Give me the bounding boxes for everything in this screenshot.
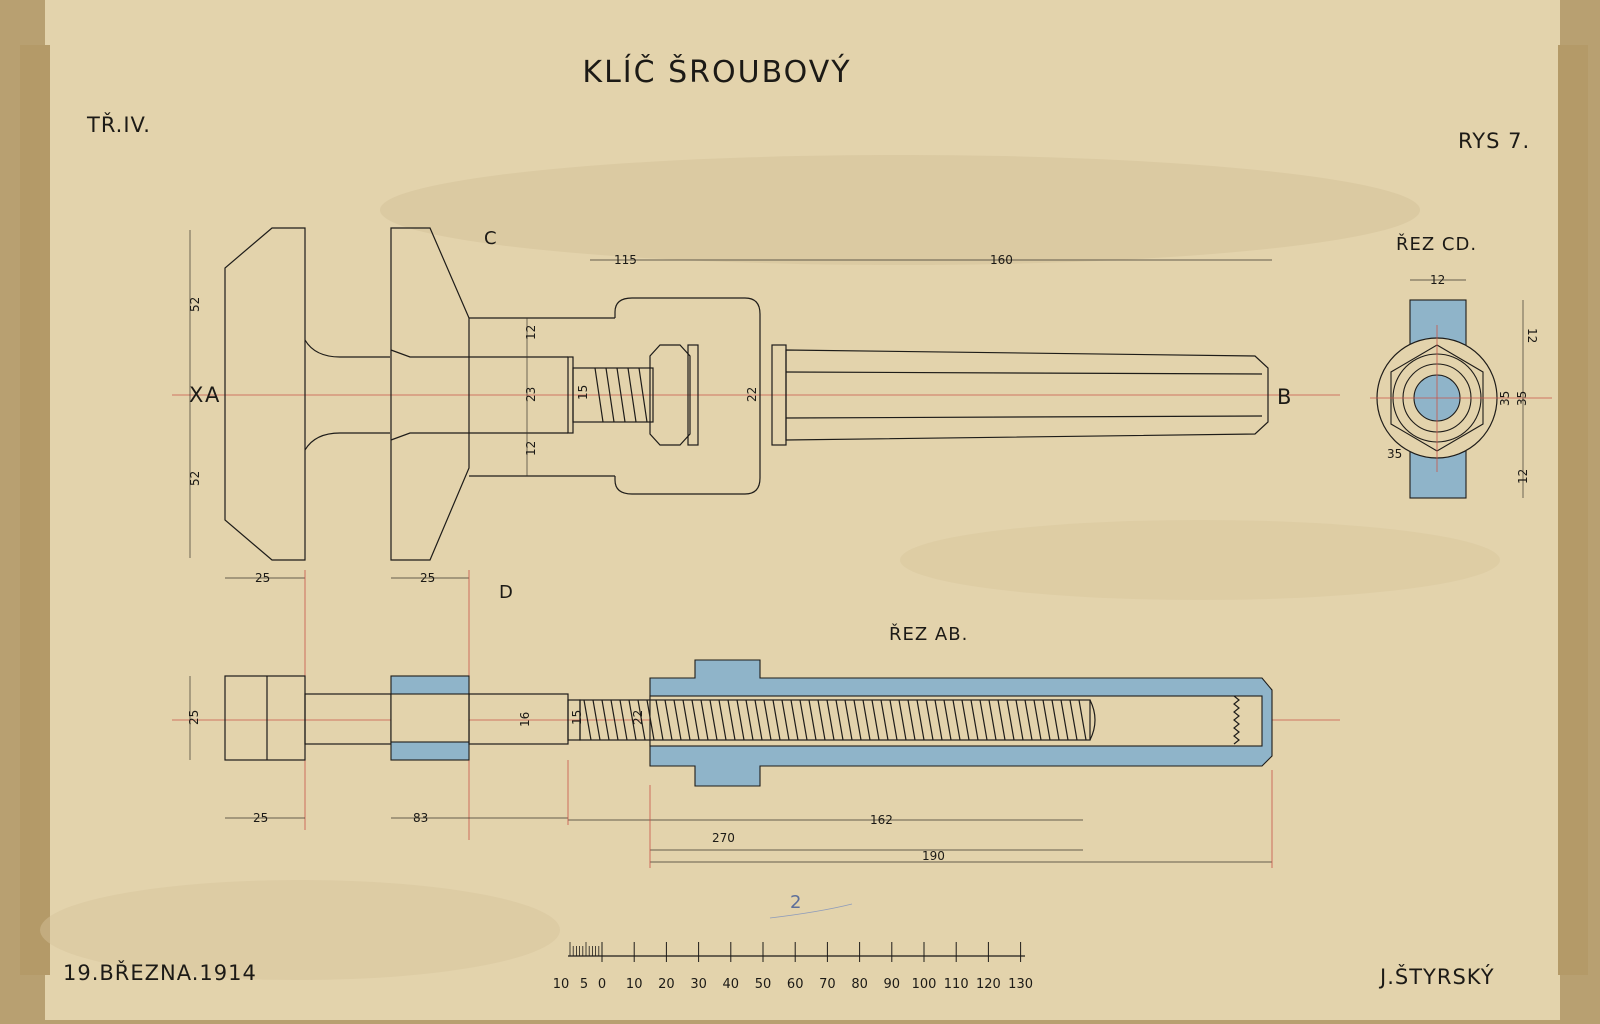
adjusting-nut (649, 344, 691, 446)
dim-ab-25: 25 (187, 710, 201, 725)
paper-stain (40, 880, 560, 980)
pencil-stroke (769, 903, 853, 919)
point-label-x: X (189, 383, 204, 407)
section-ab-housing-bore (649, 695, 1263, 747)
paper-stain (380, 155, 1420, 265)
dim-52-upper: 52 (188, 297, 202, 312)
dim-jaw-width-2: 25 (420, 571, 435, 585)
right-tape (1558, 45, 1588, 975)
paper-stain (900, 520, 1500, 600)
section-cd-view: 12 12 35 35 35 12 (1370, 273, 1552, 499)
scale-label: 5 (580, 977, 588, 992)
dim-22: 22 (745, 387, 759, 402)
scale-label: 40 (723, 977, 740, 992)
scale-label: 90 (884, 977, 901, 992)
dim-bottom-190: 190 (922, 849, 945, 863)
dim-15: 15 (576, 385, 590, 400)
dim-23: 23 (524, 387, 538, 402)
wrench-housing (614, 297, 761, 495)
dim-cd-12-side-top: 12 (1525, 328, 1539, 343)
movable-jaw-slot (390, 349, 469, 441)
dim-ab-16: 16 (518, 712, 532, 727)
section-ab-screw-thread (583, 699, 1087, 741)
point-label-c: C (484, 228, 498, 249)
dim-cd-35-b: 35 (1515, 391, 1529, 406)
wrench-handle (785, 349, 1269, 441)
dim-12-lower: 12 (524, 441, 538, 456)
scale-label: 130 (1008, 977, 1033, 992)
dim-ab-22: 22 (631, 710, 645, 725)
scale-label: 100 (912, 977, 937, 992)
jaw-neck (304, 339, 390, 451)
top-view-dimensions: 52 52 12 23 12 15 22 115 160 25 25 (188, 230, 1272, 840)
scale-label: 120 (976, 977, 1001, 992)
section-cd-label: ŘEZ CD. (1396, 233, 1477, 255)
point-label-d: D (499, 582, 514, 603)
dim-52-lower: 52 (188, 471, 202, 486)
section-ab-end-thread (1233, 695, 1240, 745)
author-signature: J.ŠTYRSKÝ (1378, 964, 1495, 989)
scale-label: 50 (755, 977, 772, 992)
scale-label: 80 (851, 977, 868, 992)
scale-label: 60 (787, 977, 804, 992)
dim-bottom-162: 162 (870, 813, 893, 827)
section-ab-label: ŘEZ AB. (889, 623, 968, 645)
dim-bottom-270: 270 (712, 831, 735, 845)
paper (45, 0, 1560, 1020)
section-ab-screw-end (1089, 699, 1096, 741)
date-label: 19.BŘEZNA.1914 (63, 960, 257, 985)
scale-label: 110 (944, 977, 969, 992)
dim-bottom-25: 25 (253, 811, 268, 825)
movable-jaw (390, 227, 470, 561)
point-label-a: A (205, 383, 220, 407)
handle-facet-upper (785, 371, 1263, 375)
screw-body (572, 367, 654, 423)
class-label: TŘ.IV. (86, 112, 151, 137)
section-ab-dimensions: 25 16 15 22 25 83 162 270 190 (187, 676, 1273, 868)
nut-collar (687, 344, 699, 446)
scale-label: 20 (658, 977, 675, 992)
dim-12-upper: 12 (524, 325, 538, 340)
drawing-title: KLÍČ ŠROUBOVÝ (582, 53, 851, 90)
scale-label: 10 (626, 977, 643, 992)
scale-label: 30 (690, 977, 707, 992)
scale-ticks (569, 942, 1022, 962)
left-tape (20, 45, 50, 975)
scale-label: 70 (819, 977, 836, 992)
point-label-b: B (1277, 385, 1292, 409)
dim-115: 115 (614, 253, 637, 267)
dim-160: 160 (990, 253, 1013, 267)
section-ab-jaw-bore (390, 693, 470, 743)
dim-cd-12-top: 12 (1430, 273, 1445, 287)
dim-cd-35-a: 35 (1498, 391, 1512, 406)
section-ab-view (172, 659, 1340, 787)
screw-thread (594, 367, 648, 423)
scale-label: 0 (598, 977, 606, 992)
dim-bottom-83: 83 (413, 811, 428, 825)
drawing-number: RYS 7. (1458, 129, 1530, 153)
fixed-jaw (224, 227, 306, 561)
dim-ab-15: 15 (570, 710, 584, 725)
scale-label: 10 (553, 977, 570, 992)
dim-jaw-width-1: 25 (255, 571, 270, 585)
dim-cd-35-left: 35 (1387, 447, 1402, 461)
pencil-mark: 2 (790, 892, 802, 913)
dim-cd-12-side-bottom: 12 (1516, 469, 1530, 484)
handle-facet-lower (785, 415, 1263, 419)
wrench-top-view (172, 227, 1340, 561)
section-ab-screw (579, 699, 1091, 741)
